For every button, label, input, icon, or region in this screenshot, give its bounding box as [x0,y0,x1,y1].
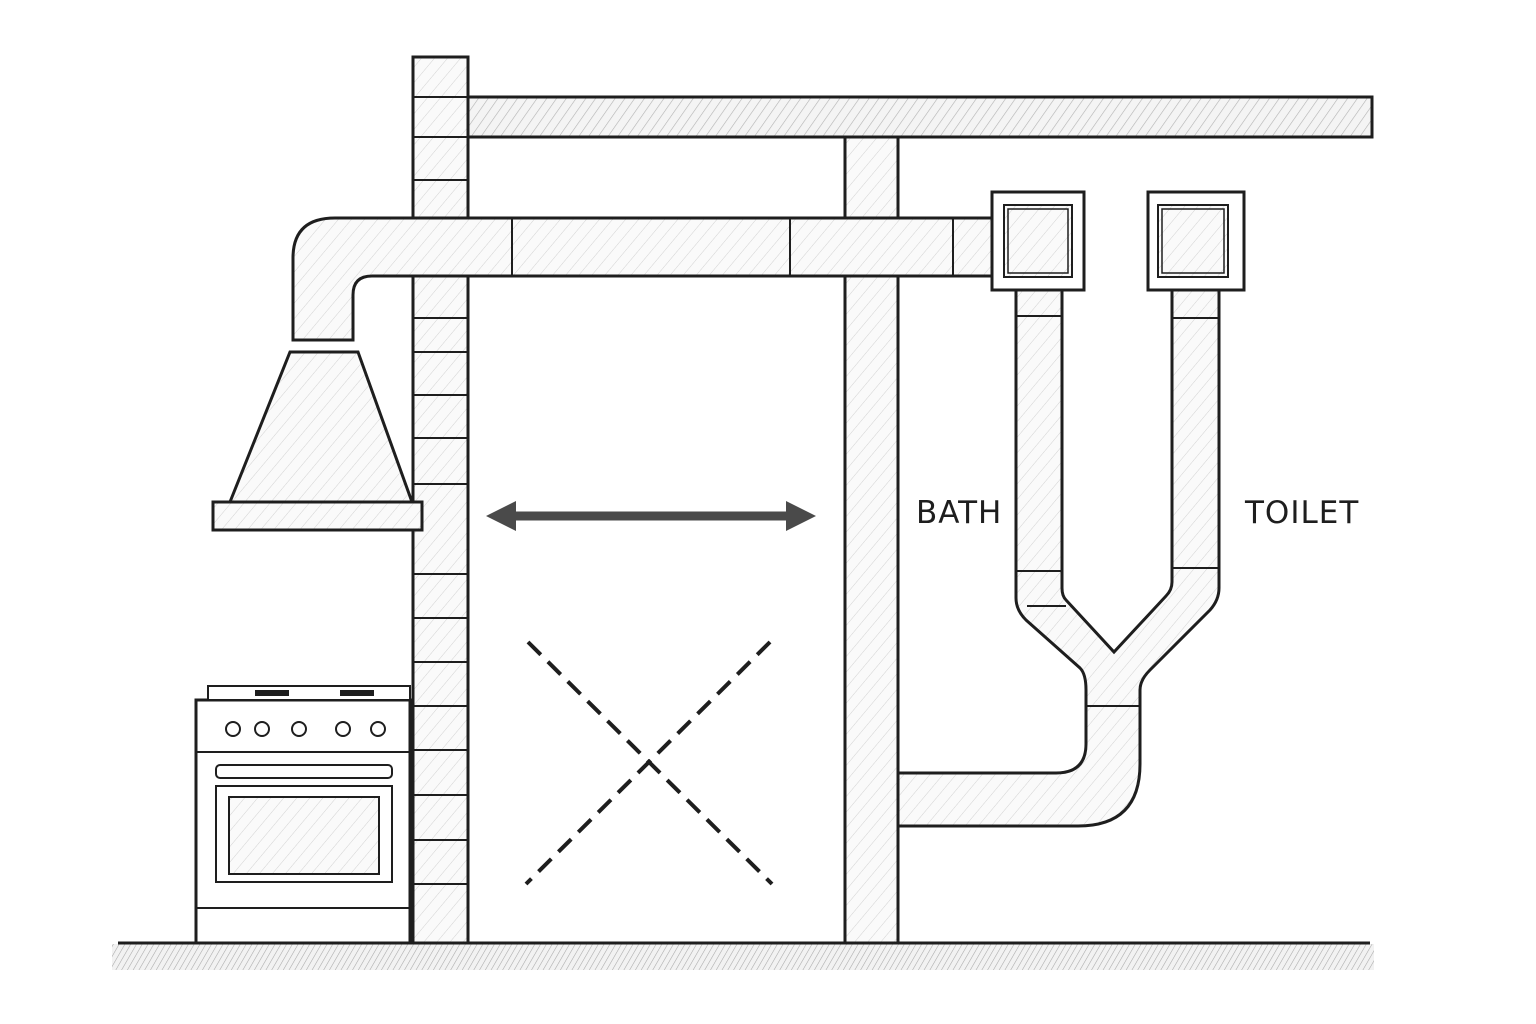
double-arrow-icon [486,501,816,531]
brick-wall [411,55,470,945]
bath-label: BATH [916,495,1002,531]
dashed-cross-icon [524,640,774,886]
floor [112,941,1374,970]
stove-icon [194,685,412,945]
bath-vent-grille [990,190,1086,292]
branch-duct [896,288,1221,828]
toilet-label: TOILET [1244,495,1359,531]
toilet-vent-grille [1146,190,1246,292]
range-hood-icon [211,350,424,532]
ceiling-slab [466,95,1374,139]
main-exhaust-duct [291,216,994,342]
